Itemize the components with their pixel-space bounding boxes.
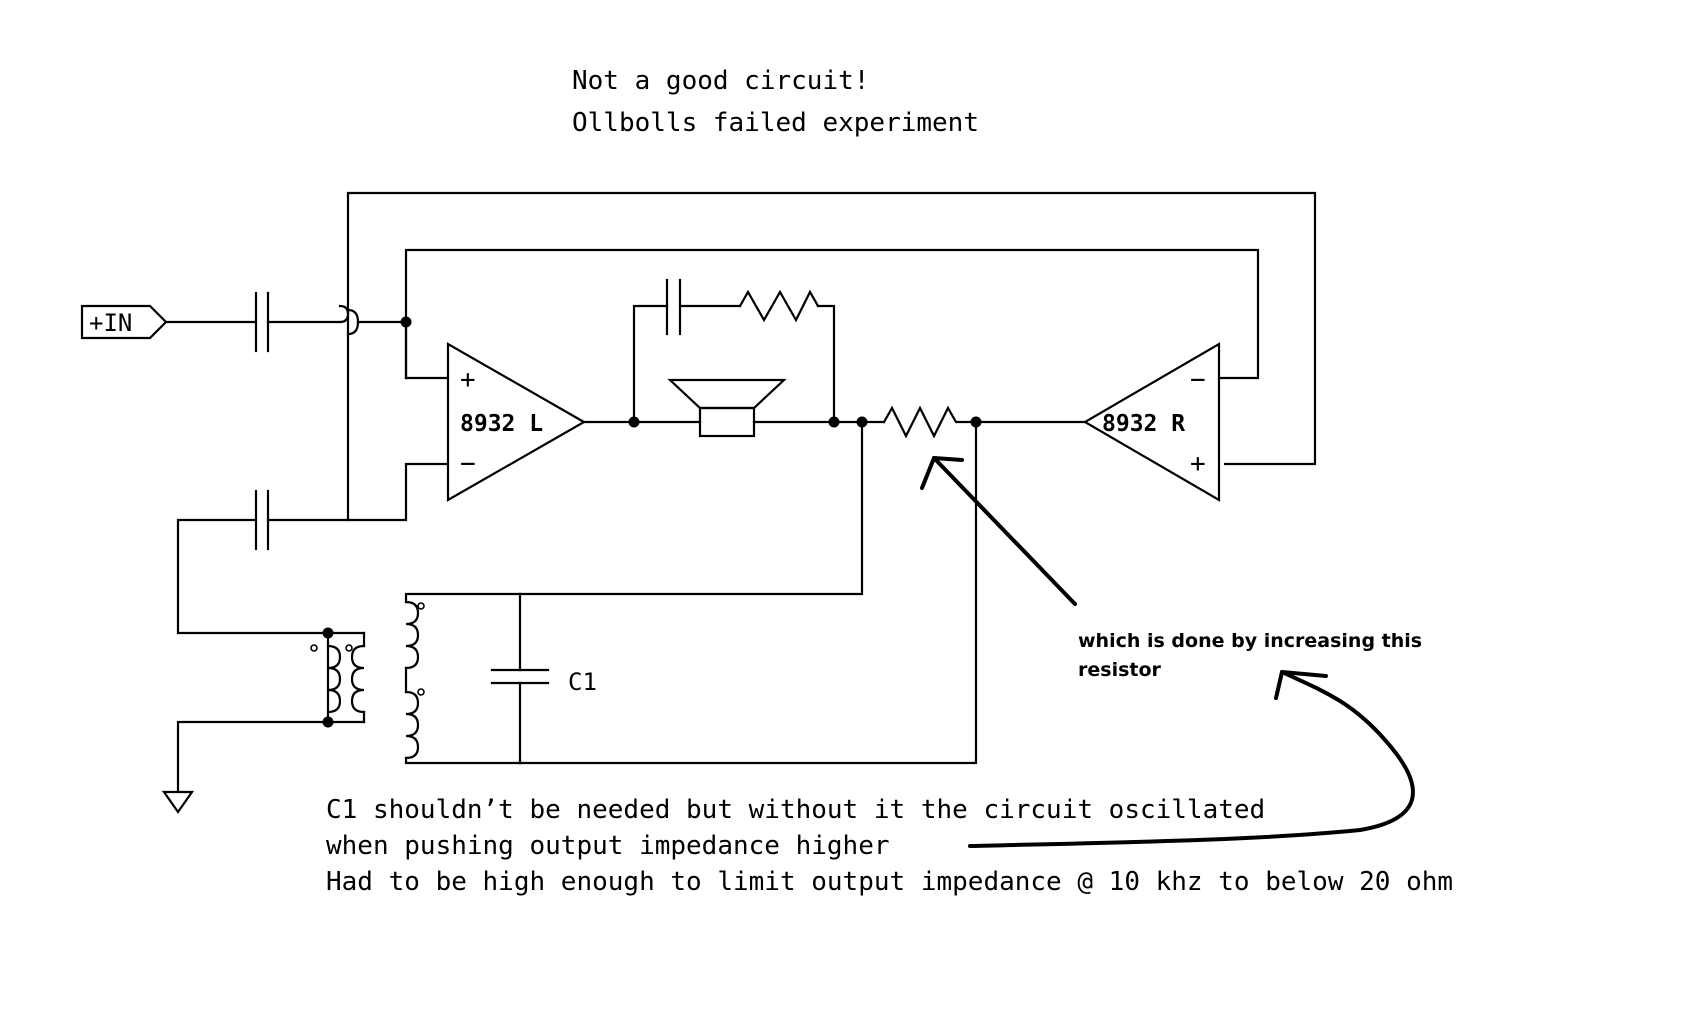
series-resistor [882,405,978,439]
capacitor-c1-label: C1 [568,668,597,696]
note-line3: Had to be high enough to limit output im… [326,867,1453,897]
zobel-network [632,278,836,424]
outer-feedback-wire [346,191,1317,522]
amp-right-plus: + [1190,449,1206,479]
amp-left-minus: − [460,449,476,479]
title-line1: Not a good circuit! [572,66,869,96]
speaker-icon [632,378,836,438]
amp-left-label: 8932 L [460,411,543,437]
input-wiring [164,291,408,353]
arrow-from-note [968,670,1415,848]
arrow-to-resistor [920,456,1077,606]
note-line1: C1 shouldn’t be needed but without it th… [326,795,1265,825]
transformer-primary [176,627,366,792]
amp-right: − + 8932 R [1082,342,1221,502]
amp-left-minus-wiring [176,462,450,635]
input-port: +IN [80,304,168,340]
title-line2: Ollbolls failed experiment [572,108,979,138]
ground-icon [161,790,195,814]
amp-left-plus: + [460,365,476,395]
amp-left: + − 8932 L [446,342,587,502]
resistor-note-line1: which is done by increasing this [1078,630,1422,652]
amp-right-minus: − [1190,365,1206,395]
sense-wiring [518,420,978,765]
capacitor-c1: C1 [490,592,597,765]
note-line2: when pushing output impedance higher [326,831,890,861]
input-port-label: +IN [89,309,132,337]
inner-feedback-wire [404,248,1260,380]
transformer-secondary [404,592,522,765]
amp-right-label: 8932 R [1102,411,1185,437]
resistor-note-line2: resistor [1078,659,1162,681]
